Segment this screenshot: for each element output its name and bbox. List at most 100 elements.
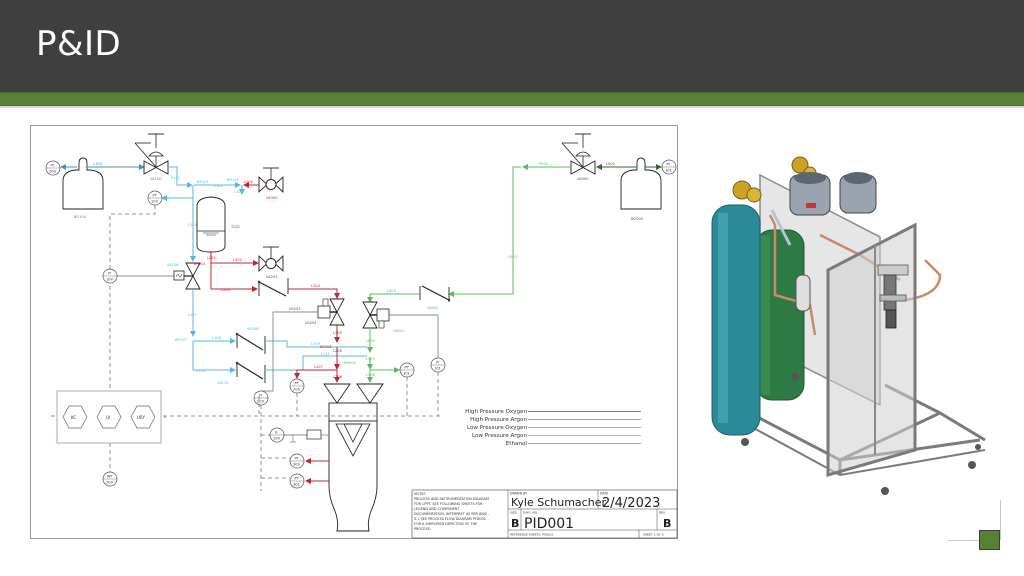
svg-text:DOCUMENTATION. INTERPRET AS PE: DOCUMENTATION. INTERPRET AS PER ANSI - <box>414 512 490 516</box>
line-l004-in <box>367 293 420 303</box>
svg-text:100: 100 <box>151 200 159 204</box>
svg-text:L202: L202 <box>233 258 242 262</box>
svg-text:VA108: VA108 <box>247 327 259 331</box>
pid-diagram: BO100 PI 100 L100 VA100 P101 BR101 L102 … <box>30 125 678 539</box>
ethanol-tank-3d <box>795 274 811 312</box>
engine-assembly <box>877 264 909 329</box>
argon-regulator: VA100 <box>134 133 169 181</box>
svg-text:VA203: VA203 <box>289 307 301 311</box>
svg-text:B: B <box>663 517 671 530</box>
svg-text:L105: L105 <box>234 190 243 194</box>
svg-text:PI: PI <box>667 163 670 167</box>
pt-chamber-2: PT 301 <box>289 473 305 489</box>
label-argon-bottle: BO100 <box>74 215 87 219</box>
svg-text:REV.: REV. <box>659 511 666 515</box>
svg-text:L103: L103 <box>188 223 197 227</box>
svg-text:B: B <box>511 517 519 530</box>
svg-text:L004: L004 <box>366 339 376 343</box>
svg-text:BR101: BR101 <box>197 180 209 184</box>
slide-title: P&ID <box>36 24 122 64</box>
svg-text:II: II <box>275 431 277 435</box>
argon-cylinder <box>711 204 761 436</box>
test-stand-illustration <box>711 156 986 495</box>
svg-text:VA000: VA000 <box>577 177 589 181</box>
svg-text:PT: PT <box>295 457 300 461</box>
argon-check-valve-1: VA108 <box>235 327 266 354</box>
legend-label: Low Pressure Oxygen <box>467 425 527 431</box>
svg-text:L208: L208 <box>333 375 343 379</box>
svg-text:KC: KC <box>71 415 76 420</box>
svg-text:5.1 SEE PROCESS FLOW DIAGRAM P: 5.1 SEE PROCESS FLOW DIAGRAM PFD001 <box>414 517 486 521</box>
svg-text:PT: PT <box>405 366 410 370</box>
svg-text:L204: L204 <box>311 284 321 288</box>
svg-text:200: 200 <box>293 388 301 392</box>
svg-text:L006: L006 <box>366 373 376 377</box>
svg-text:101: 101 <box>403 372 410 376</box>
svg-text:100: 100 <box>273 437 281 441</box>
svg-text:UI: UI <box>106 415 110 420</box>
decor-line-vertical <box>1000 500 1001 540</box>
svg-text:DATE: DATE <box>600 492 608 496</box>
svg-text:NOTES: NOTES <box>414 492 426 496</box>
svg-text:BR201: BR201 <box>194 262 206 266</box>
ethanol-tank: T201 <box>196 196 240 253</box>
svg-text:LEGEND AND COMPONENT: LEGEND AND COMPONENT <box>414 507 460 511</box>
svg-text:L203: L203 <box>221 288 230 292</box>
svg-text:PROCESS.: PROCESS. <box>414 527 431 531</box>
svg-text:PROCESS AND INSTRUMENTATION DI: PROCESS AND INSTRUMENTATION DIAGRAM <box>414 497 489 501</box>
legend-label: High Pressure Argon <box>470 417 527 423</box>
argon-check-valve-2: VA110 <box>217 361 266 385</box>
svg-text:BR102: BR102 <box>227 178 239 182</box>
line-p101 <box>168 166 193 188</box>
line-l003 <box>448 166 521 297</box>
svg-text:BR107: BR107 <box>175 338 187 342</box>
argon-bottle: BO100 <box>62 157 104 219</box>
svg-text:L205: L205 <box>333 331 342 335</box>
accent-subline <box>0 106 1024 108</box>
svg-text:URY: URY <box>137 415 145 420</box>
pi-oxygen-gauge: PI 101 <box>661 159 677 175</box>
iy-solenoid: IY 100 <box>102 268 118 284</box>
svg-text:200: 200 <box>257 400 265 404</box>
svg-text:L206: L206 <box>333 349 343 353</box>
line-l111 <box>265 355 367 371</box>
svg-text:L111: L111 <box>321 352 330 356</box>
svg-text:BO000: BO000 <box>631 217 644 221</box>
svg-text:L207: L207 <box>314 365 323 369</box>
svg-text:SIZE: SIZE <box>510 511 517 515</box>
line-l203 <box>210 263 258 292</box>
svg-text:VA100: VA100 <box>150 177 162 181</box>
pt-ethanol: PT 200 <box>289 378 305 394</box>
combustion-chamber <box>323 383 384 532</box>
svg-text:P001: P001 <box>539 162 548 166</box>
svg-text:100: 100 <box>49 170 57 174</box>
slide-header: P&ID <box>0 0 1024 92</box>
wt-scale: WT 100 <box>102 471 118 487</box>
svg-text:L201: L201 <box>207 256 216 260</box>
front-panel <box>826 222 917 477</box>
svg-text:IY: IY <box>436 361 440 365</box>
line-l109 <box>265 340 367 348</box>
svg-text:PT: PT <box>295 477 300 481</box>
oxygen-check-valve: VA002 <box>419 285 451 310</box>
oxygen-regulator: VA000 <box>561 133 596 181</box>
svg-text:WT: WT <box>107 475 114 479</box>
legend-label: Low Pressure Argon <box>472 433 527 439</box>
svg-text:VA300: VA300 <box>266 196 278 200</box>
ethanol-mid-valve: VA202 <box>258 246 284 279</box>
svg-text:FOR A SIMPLIFIED DEPICTION OF: FOR A SIMPLIFIED DEPICTION OF THE <box>414 522 477 526</box>
svg-text:SHEET 1 OF 3: SHEET 1 OF 3 <box>643 533 664 537</box>
legend-label: Ethanol <box>506 441 528 447</box>
iy-oxygen-valve: IY 101 <box>430 357 446 373</box>
svg-text:IY: IY <box>259 394 263 398</box>
ii-igniter: II 100 <box>269 427 285 443</box>
svg-text:301: 301 <box>293 483 300 487</box>
svg-text:IY: IY <box>108 272 112 276</box>
ethanol-top-valve: VA300 <box>258 167 284 200</box>
svg-text:L200: L200 <box>244 180 254 184</box>
test-stand-render <box>700 145 1000 530</box>
svg-text:L108: L108 <box>212 336 222 340</box>
svg-text:VA202: VA202 <box>266 275 278 279</box>
svg-text:VA110: VA110 <box>217 381 229 385</box>
svg-text:L109: L109 <box>311 342 321 346</box>
